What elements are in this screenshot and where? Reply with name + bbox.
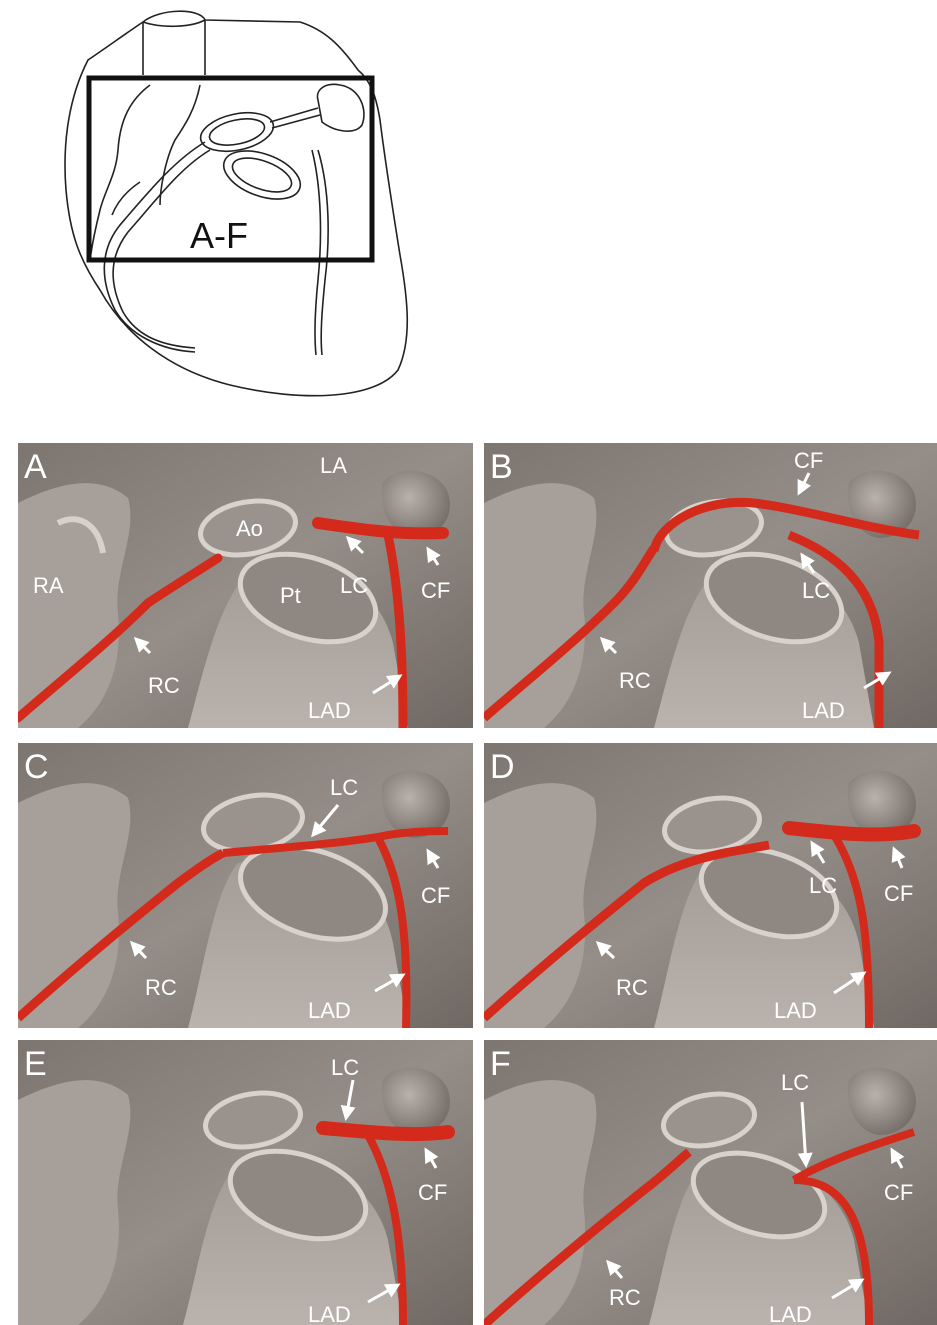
label-cf: CF [418, 1180, 447, 1205]
label-cf: CF [884, 881, 913, 906]
label-rc: RC [609, 1285, 641, 1310]
label-cf: CF [794, 448, 823, 473]
panel-letter: C [24, 748, 49, 786]
panel-a: A LA Ao RA Pt LC CF RC LAD [18, 443, 473, 728]
circumflex-artery [789, 828, 914, 834]
label-cf: CF [421, 883, 450, 908]
panel-letter: B [490, 448, 513, 486]
label-rc: RC [148, 673, 180, 698]
panel-letter: D [490, 748, 515, 786]
label-la: LA [320, 453, 347, 478]
panel-letter: E [24, 1045, 47, 1083]
aorta-trunk [143, 20, 205, 75]
label-lc: LC [340, 573, 368, 598]
region-box-label: A-F [190, 215, 248, 256]
panel-letter: A [24, 448, 47, 486]
panel-d: D LC CF RC LAD [484, 743, 937, 1028]
right-atrium-line [90, 85, 150, 260]
label-lc: LC [781, 1070, 809, 1095]
heart-overview-diagram: A-F [0, 0, 937, 420]
panel-f: F LC CF RC LAD [484, 1040, 937, 1325]
panel-b: B CF LC RC LAD [484, 443, 937, 728]
label-lad: LAD [774, 998, 817, 1023]
label-rc: RC [616, 975, 648, 1000]
label-pt: Pt [280, 583, 301, 608]
label-lc: LC [802, 578, 830, 603]
label-lad: LAD [308, 998, 351, 1023]
label-lad: LAD [802, 698, 845, 723]
label-lad: LAD [308, 1302, 351, 1325]
circumflex-artery [323, 1128, 448, 1134]
label-ao: Ao [236, 516, 263, 541]
label-rc: RC [619, 668, 651, 693]
left-appendage-outline [317, 84, 363, 131]
label-lc: LC [809, 873, 837, 898]
heart-outline [65, 11, 407, 395]
label-rc: RC [145, 975, 177, 1000]
label-cf: CF [884, 1180, 913, 1205]
panel-letter: F [490, 1045, 511, 1083]
label-ra: RA [33, 573, 64, 598]
label-lad: LAD [769, 1302, 812, 1325]
panel-c: C LC CF RC LAD [18, 743, 473, 1028]
left-coronary-outline [270, 108, 320, 128]
label-cf: CF [421, 578, 450, 603]
panel-e: E LC CF LAD [18, 1040, 473, 1325]
label-lc: LC [330, 775, 358, 800]
label-lc: LC [331, 1055, 359, 1080]
label-lad: LAD [308, 698, 351, 723]
